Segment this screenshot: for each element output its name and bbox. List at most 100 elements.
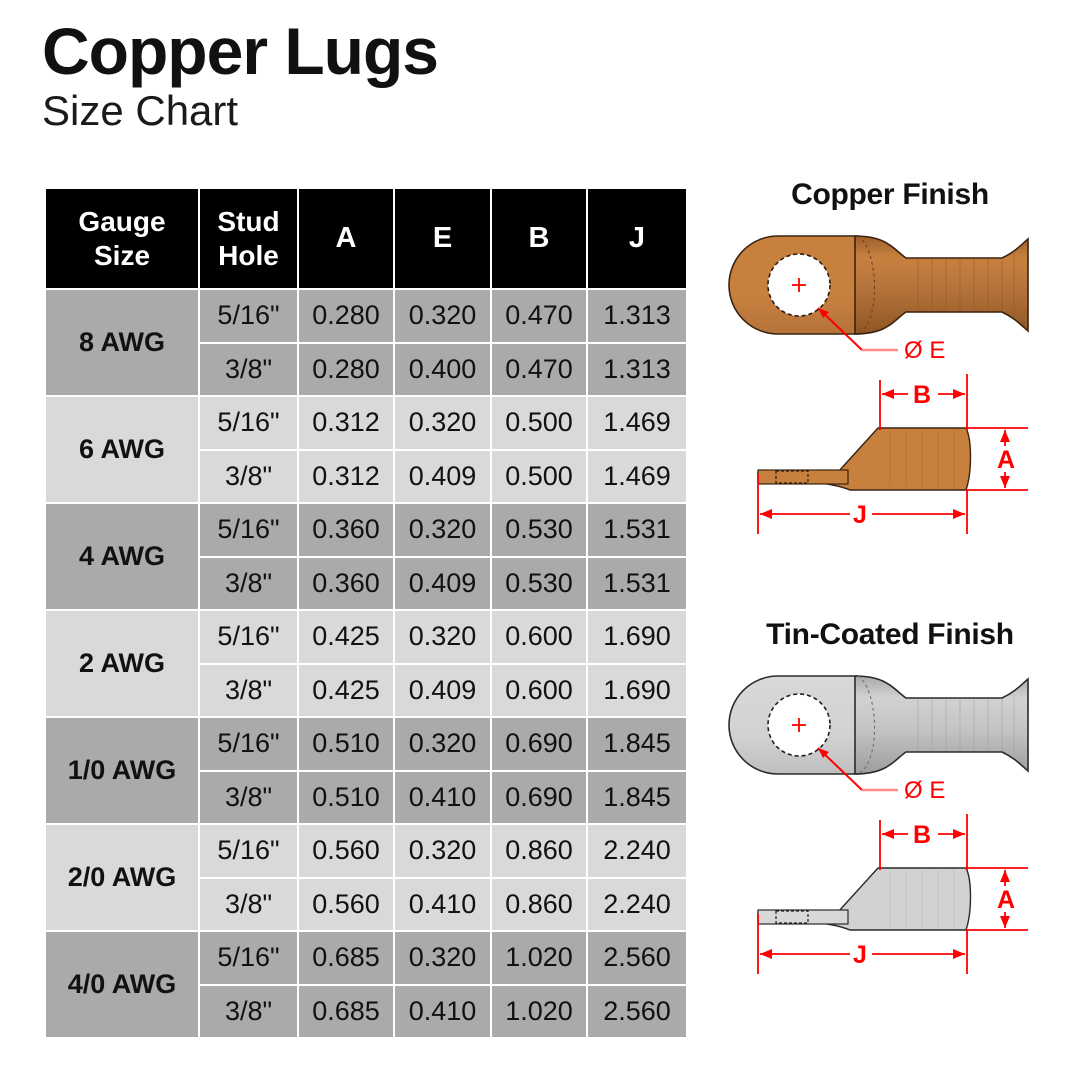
- dimension-b-cell: 0.690: [490, 716, 588, 772]
- dimension-a-cell: 0.510: [297, 716, 395, 772]
- dimension-j-cell: 1.313: [586, 341, 688, 397]
- dimension-label-a: A: [997, 446, 1015, 474]
- j-label-bg: [850, 502, 872, 526]
- copper-hole-label: Ø E: [904, 337, 945, 362]
- dimension-b-cell: 0.860: [490, 876, 588, 932]
- dimension-a-cell: 0.360: [297, 555, 395, 611]
- dimension-j-cell: 1.690: [586, 662, 688, 718]
- dimension-j-cell: 2.560: [586, 983, 688, 1039]
- dimension-a-cell: 0.425: [297, 662, 395, 718]
- dimension-j-cell: 1.531: [586, 502, 688, 558]
- a-label-bg: [994, 446, 1018, 472]
- dimension-a-cell: 0.685: [297, 983, 395, 1039]
- tin-lug-top-view: Ø E: [728, 675, 1029, 802]
- dimension-b-cell: 0.470: [490, 288, 588, 344]
- dimension-j-cell: 1.469: [586, 448, 688, 504]
- header-line-2: Size: [93, 239, 151, 271]
- tin-lug-side-view: B A J: [757, 814, 1028, 974]
- copper-tongue: [757, 469, 849, 485]
- gauge-size-cell: 4 AWG: [44, 502, 200, 611]
- stud-hole-cell: 5/16": [198, 716, 299, 772]
- dimension-a-cell: 0.560: [297, 823, 395, 879]
- copper-finish-title: Copper Finish: [791, 178, 989, 211]
- dimension-label-j: J: [853, 941, 867, 969]
- dimension-a-cell: 0.280: [297, 288, 395, 344]
- stud-hole-cell: 5/16": [198, 395, 299, 451]
- gauge-size-cell: 8 AWG: [44, 288, 200, 397]
- tin-hole-label: Ø E: [904, 777, 945, 802]
- header-line-1: Gauge: [78, 206, 166, 238]
- table-header-row: Gauge Size Stud Hole A E B J: [44, 187, 688, 290]
- stud-hole-hidden-edge: [775, 470, 809, 484]
- dimension-e-cell: 0.410: [393, 876, 492, 932]
- dimension-label-b: B: [913, 381, 931, 409]
- a-label-bg: [994, 886, 1018, 912]
- dimension-a-cell: 0.312: [297, 395, 395, 451]
- dimension-a-cell: 0.425: [297, 609, 395, 665]
- column-header-b: B: [490, 187, 588, 290]
- page-subtitle: Size Chart: [42, 87, 239, 135]
- hole-center-cross-icon: [792, 718, 806, 732]
- barrel-seam: [857, 675, 876, 775]
- b-label-bg: [908, 382, 938, 406]
- tin-finish-title: Tin-Coated Finish: [766, 618, 1014, 651]
- hole-diameter-leader: [817, 307, 898, 352]
- dimension-b-cell: 0.530: [490, 502, 588, 558]
- dimension-label-b: B: [913, 821, 931, 849]
- dimension-b-cell: 0.500: [490, 395, 588, 451]
- dimension-b-cell: 0.690: [490, 769, 588, 825]
- dimension-e-cell: 0.320: [393, 502, 492, 558]
- barrel-seam: [857, 235, 876, 335]
- dimension-e-cell: 0.320: [393, 930, 492, 986]
- tin-barrel-shape: [854, 675, 1029, 775]
- dimension-j-cell: 2.240: [586, 823, 688, 879]
- header-line-1: Stud: [217, 206, 280, 238]
- dimension-b-cell: 0.600: [490, 662, 588, 718]
- column-header-e: E: [393, 187, 492, 290]
- copper-finish-section: Copper Finish: [700, 178, 1080, 552]
- diagram-panel: Copper Finish: [700, 178, 1080, 992]
- tin-coated-finish-section: Tin-Coated Finish: [700, 618, 1080, 992]
- title-block: Copper Lugs Size Chart: [42, 17, 439, 135]
- stud-hole-cell: 5/16": [198, 502, 299, 558]
- dimension-e-cell: 0.410: [393, 769, 492, 825]
- dimension-e-cell: 0.320: [393, 823, 492, 879]
- stud-hole-cell: 3/8": [198, 341, 299, 397]
- dimension-a-cell: 0.312: [297, 448, 395, 504]
- dimension-e-cell: 0.320: [393, 716, 492, 772]
- dimension-e-cell: 0.320: [393, 609, 492, 665]
- stud-hole-cell: 3/8": [198, 662, 299, 718]
- stud-hole-cell: 5/16": [198, 823, 299, 879]
- column-header-gauge-size: Gauge Size: [44, 187, 200, 290]
- stud-hole-cell: 3/8": [198, 555, 299, 611]
- dimension-j-cell: 2.240: [586, 876, 688, 932]
- dimension-b: [879, 814, 968, 870]
- stud-hole-hidden-edge: [775, 910, 809, 924]
- tin-tongue: [757, 909, 849, 925]
- column-header-a: A: [297, 187, 395, 290]
- gauge-size-cell: 1/0 AWG: [44, 716, 200, 825]
- dimension-b-cell: 1.020: [490, 983, 588, 1039]
- dimension-b-cell: 1.020: [490, 930, 588, 986]
- dimension-label-a: A: [997, 886, 1015, 914]
- stud-hole-cell: 5/16": [198, 288, 299, 344]
- gauge-size-cell: 6 AWG: [44, 395, 200, 504]
- gauge-size-cell: 2 AWG: [44, 609, 200, 718]
- dimension-j-cell: 1.531: [586, 555, 688, 611]
- copper-lug-top-view: Ø E: [728, 235, 1029, 362]
- dimension-b-cell: 0.860: [490, 823, 588, 879]
- stud-hole-cell: 5/16": [198, 930, 299, 986]
